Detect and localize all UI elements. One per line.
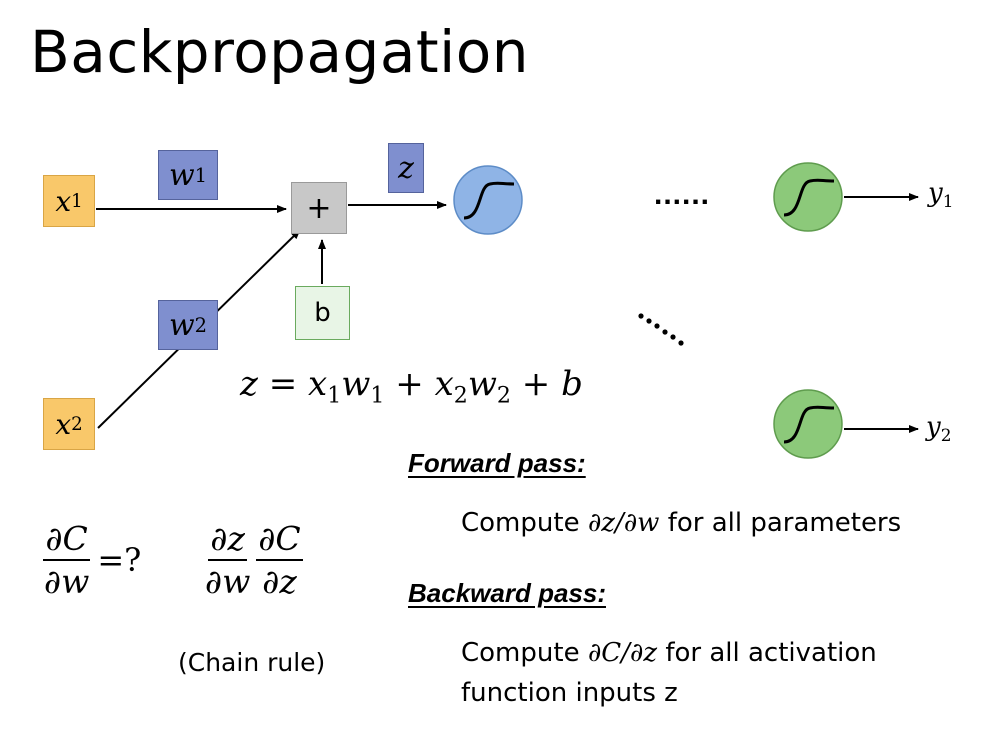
z-equation: z = x1w1 + x2w2 + b bbox=[240, 364, 583, 409]
slide-title: Backpropagation bbox=[30, 18, 529, 86]
chain-rule-label: (Chain rule) bbox=[178, 648, 326, 677]
neuron-blue-sigmoid bbox=[453, 165, 523, 235]
dC-dw-fraction: ∂C ∂w bbox=[43, 519, 90, 601]
bias-box: b bbox=[295, 286, 350, 340]
neuron-green-sigmoid-2 bbox=[773, 389, 843, 459]
derivative-question: ∂C ∂w =? bbox=[42, 522, 141, 598]
backward-pass-description-line2: function inputs z bbox=[461, 678, 678, 708]
neuron-green-sigmoid-1 bbox=[773, 162, 843, 232]
dz-dw-fraction: ∂z ∂w bbox=[205, 519, 251, 601]
forward-pass-description: Compute ∂z/∂w for all parameters bbox=[461, 508, 902, 538]
sum-node: + bbox=[291, 182, 347, 234]
dots-diagonal-icon bbox=[638, 313, 684, 346]
equals-question: =? bbox=[97, 541, 142, 579]
chain-rule-product: ∂z ∂w ∂C ∂z bbox=[203, 522, 303, 598]
dC-dz-fraction: ∂C ∂z bbox=[256, 519, 303, 601]
forward-pass-heading: Forward pass: bbox=[408, 448, 586, 478]
backward-pass-heading: Backward pass: bbox=[408, 578, 606, 608]
dots-horizontal: ...... bbox=[654, 178, 711, 211]
z-box: z bbox=[388, 143, 424, 193]
output-y1: y1 bbox=[928, 178, 954, 211]
output-y2: y2 bbox=[926, 412, 952, 445]
backward-pass-description: Compute ∂C/∂z for all activation bbox=[461, 638, 877, 668]
